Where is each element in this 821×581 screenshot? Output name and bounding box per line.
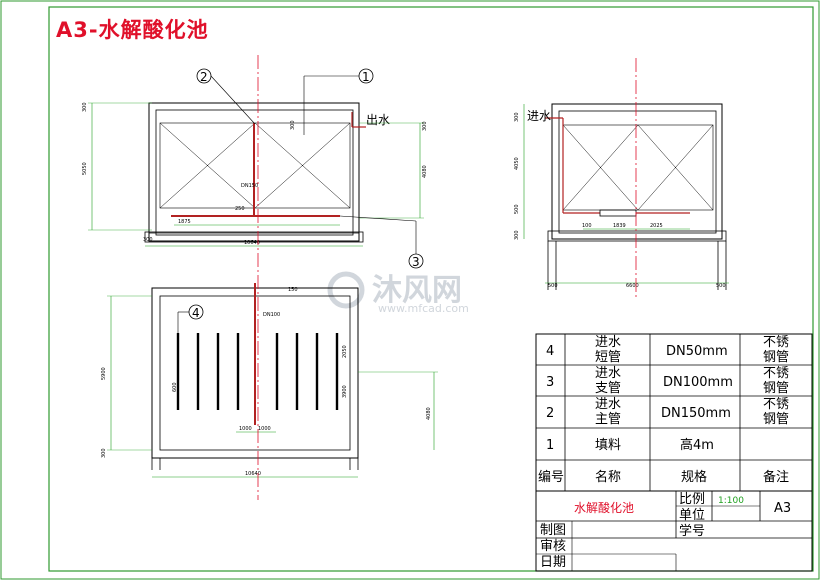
bom-table: 4 进水 短管 DN50mm 不锈 钢管 3 进水 支管 DN100mm 不锈 …: [535, 333, 813, 492]
dim-front-top-right: 300: [422, 121, 428, 131]
bom-name-2: 支管: [595, 381, 621, 396]
bom-name: 进水: [595, 335, 621, 350]
bom-no: 1: [546, 438, 554, 453]
dim-side-d1: 1839: [613, 223, 626, 229]
bom-note-2: 钢管: [763, 381, 789, 396]
bom-header-spec: 规格: [681, 469, 707, 485]
dim-front-bottom: 300: [143, 237, 153, 243]
svg-text:4: 4: [192, 306, 200, 320]
dim-plan-bottom: 300: [101, 448, 107, 458]
dim-front-width: 10640: [244, 240, 260, 246]
dim-plan-b2: 1000: [258, 426, 271, 432]
bom-header-name: 名称: [595, 469, 621, 485]
title-block: 水解酸化池 比例 1:100 单位 学号 A3 制图 审核 日期: [535, 490, 813, 572]
dim-side-left: 500: [548, 283, 558, 289]
bom-row: 1 填料 高4m: [546, 437, 714, 453]
dim-side-bottom: 300: [514, 230, 520, 240]
dim-plan-top: 150: [288, 287, 298, 293]
dim-front-right: 4080: [422, 165, 428, 178]
dim-front-mid: 300: [290, 120, 296, 130]
bom-no: 3: [546, 375, 554, 390]
titleblock-scale-value: 1:100: [718, 496, 744, 506]
dim-plan-v1: 2050: [342, 345, 348, 358]
dim-side-mid: 500: [514, 204, 520, 214]
bom-name-2: 主管: [595, 412, 621, 427]
dim-side-top: 300: [514, 112, 520, 122]
dim-side-width: 6600: [626, 283, 639, 289]
dim-plan-height: 5900: [101, 367, 107, 380]
titleblock-student-label: 学号: [679, 523, 705, 539]
dim-front-height: 5050: [82, 162, 88, 175]
front-section-view: 出水 300 5050 4080 300 300 DN150 250 1875 …: [82, 102, 428, 247]
bom-name: 进水: [595, 366, 621, 381]
bom-name: 填料: [595, 438, 621, 453]
inner-frame: [48, 6, 814, 572]
bom-name: 进水: [595, 397, 621, 412]
dim-front-pipe: DN150: [241, 183, 258, 189]
bom-note: 不锈: [763, 397, 789, 412]
dim-side-small: 100: [582, 223, 592, 229]
bom-spec: 高4m: [680, 437, 714, 453]
titleblock-drawing-name: 水解酸化池: [574, 500, 634, 515]
bom-name-2: 短管: [595, 350, 621, 365]
side-section-view: 进水 300 4050 500 300 6600 500 500 1839 20…: [514, 103, 729, 290]
svg-text:1: 1: [362, 70, 370, 84]
dim-side-height: 4050: [514, 157, 520, 170]
dim-plan-left: 600: [172, 382, 178, 392]
dim-plan-side: 4080: [426, 407, 432, 420]
bom-note-2: 钢管: [763, 350, 789, 365]
bom-header: 编号 名称 规格 备注: [538, 469, 789, 485]
inlet-label: 进水: [527, 109, 551, 123]
titleblock-date: 日期: [540, 555, 566, 570]
dim-side-right: 500: [716, 283, 726, 289]
watermark: 沐风网 www.mfcad.com: [327, 271, 469, 315]
plan-view: 5900 300 4080 150 DN100 2050 3900 600 10…: [101, 283, 438, 478]
bom-header-note: 备注: [763, 469, 789, 485]
bom-row: 2 进水 主管 DN150mm 不锈 钢管: [546, 397, 789, 427]
bom-spec: DN150mm: [661, 406, 731, 421]
dim-plan-b1: 1000: [239, 426, 252, 432]
titleblock-unit-label: 单位: [679, 508, 705, 523]
dim-front-top: 300: [82, 102, 88, 112]
bom-row: 4 进水 短管 DN50mm 不锈 钢管: [546, 335, 789, 365]
bom-header-no: 编号: [538, 470, 564, 485]
callout-4: 4: [177, 304, 204, 333]
bom-note-2: 钢管: [763, 412, 789, 427]
bom-spec: DN100mm: [663, 375, 733, 390]
dim-plan-v2: 3900: [342, 385, 348, 398]
dim-plan-width: 10640: [245, 471, 261, 477]
callout-1: 1: [303, 68, 374, 135]
dim-front-inner: 1875: [178, 219, 191, 225]
watermark-brand: 沐风网: [372, 273, 462, 308]
bom-note: 不锈: [763, 366, 789, 381]
titleblock-sheet: A3: [774, 501, 791, 516]
bom-row: 3 进水 支管 DN100mm 不锈 钢管: [546, 366, 789, 396]
bom-spec: DN50mm: [666, 344, 728, 359]
bom-note: 不锈: [763, 335, 789, 350]
drawing-title: A3-水解酸化池: [56, 18, 209, 42]
titleblock-drawn: 制图: [540, 523, 566, 538]
dim-plan-pipe: DN100: [263, 312, 280, 318]
dim-side-d2: 2025: [650, 223, 663, 229]
titleblock-checked: 审核: [540, 539, 566, 554]
watermark-url: www.mfcad.com: [378, 302, 469, 315]
outlet-label: 出水: [366, 113, 390, 127]
dim-front-pipe-mid: 250: [235, 206, 245, 212]
svg-text:2: 2: [200, 70, 208, 84]
callout-2: 2: [196, 68, 256, 125]
titleblock-scale-label: 比例: [679, 492, 705, 507]
svg-text:3: 3: [412, 255, 420, 269]
bom-no: 4: [546, 344, 554, 359]
bom-no: 2: [546, 406, 554, 421]
callout-3: 3: [339, 215, 424, 269]
